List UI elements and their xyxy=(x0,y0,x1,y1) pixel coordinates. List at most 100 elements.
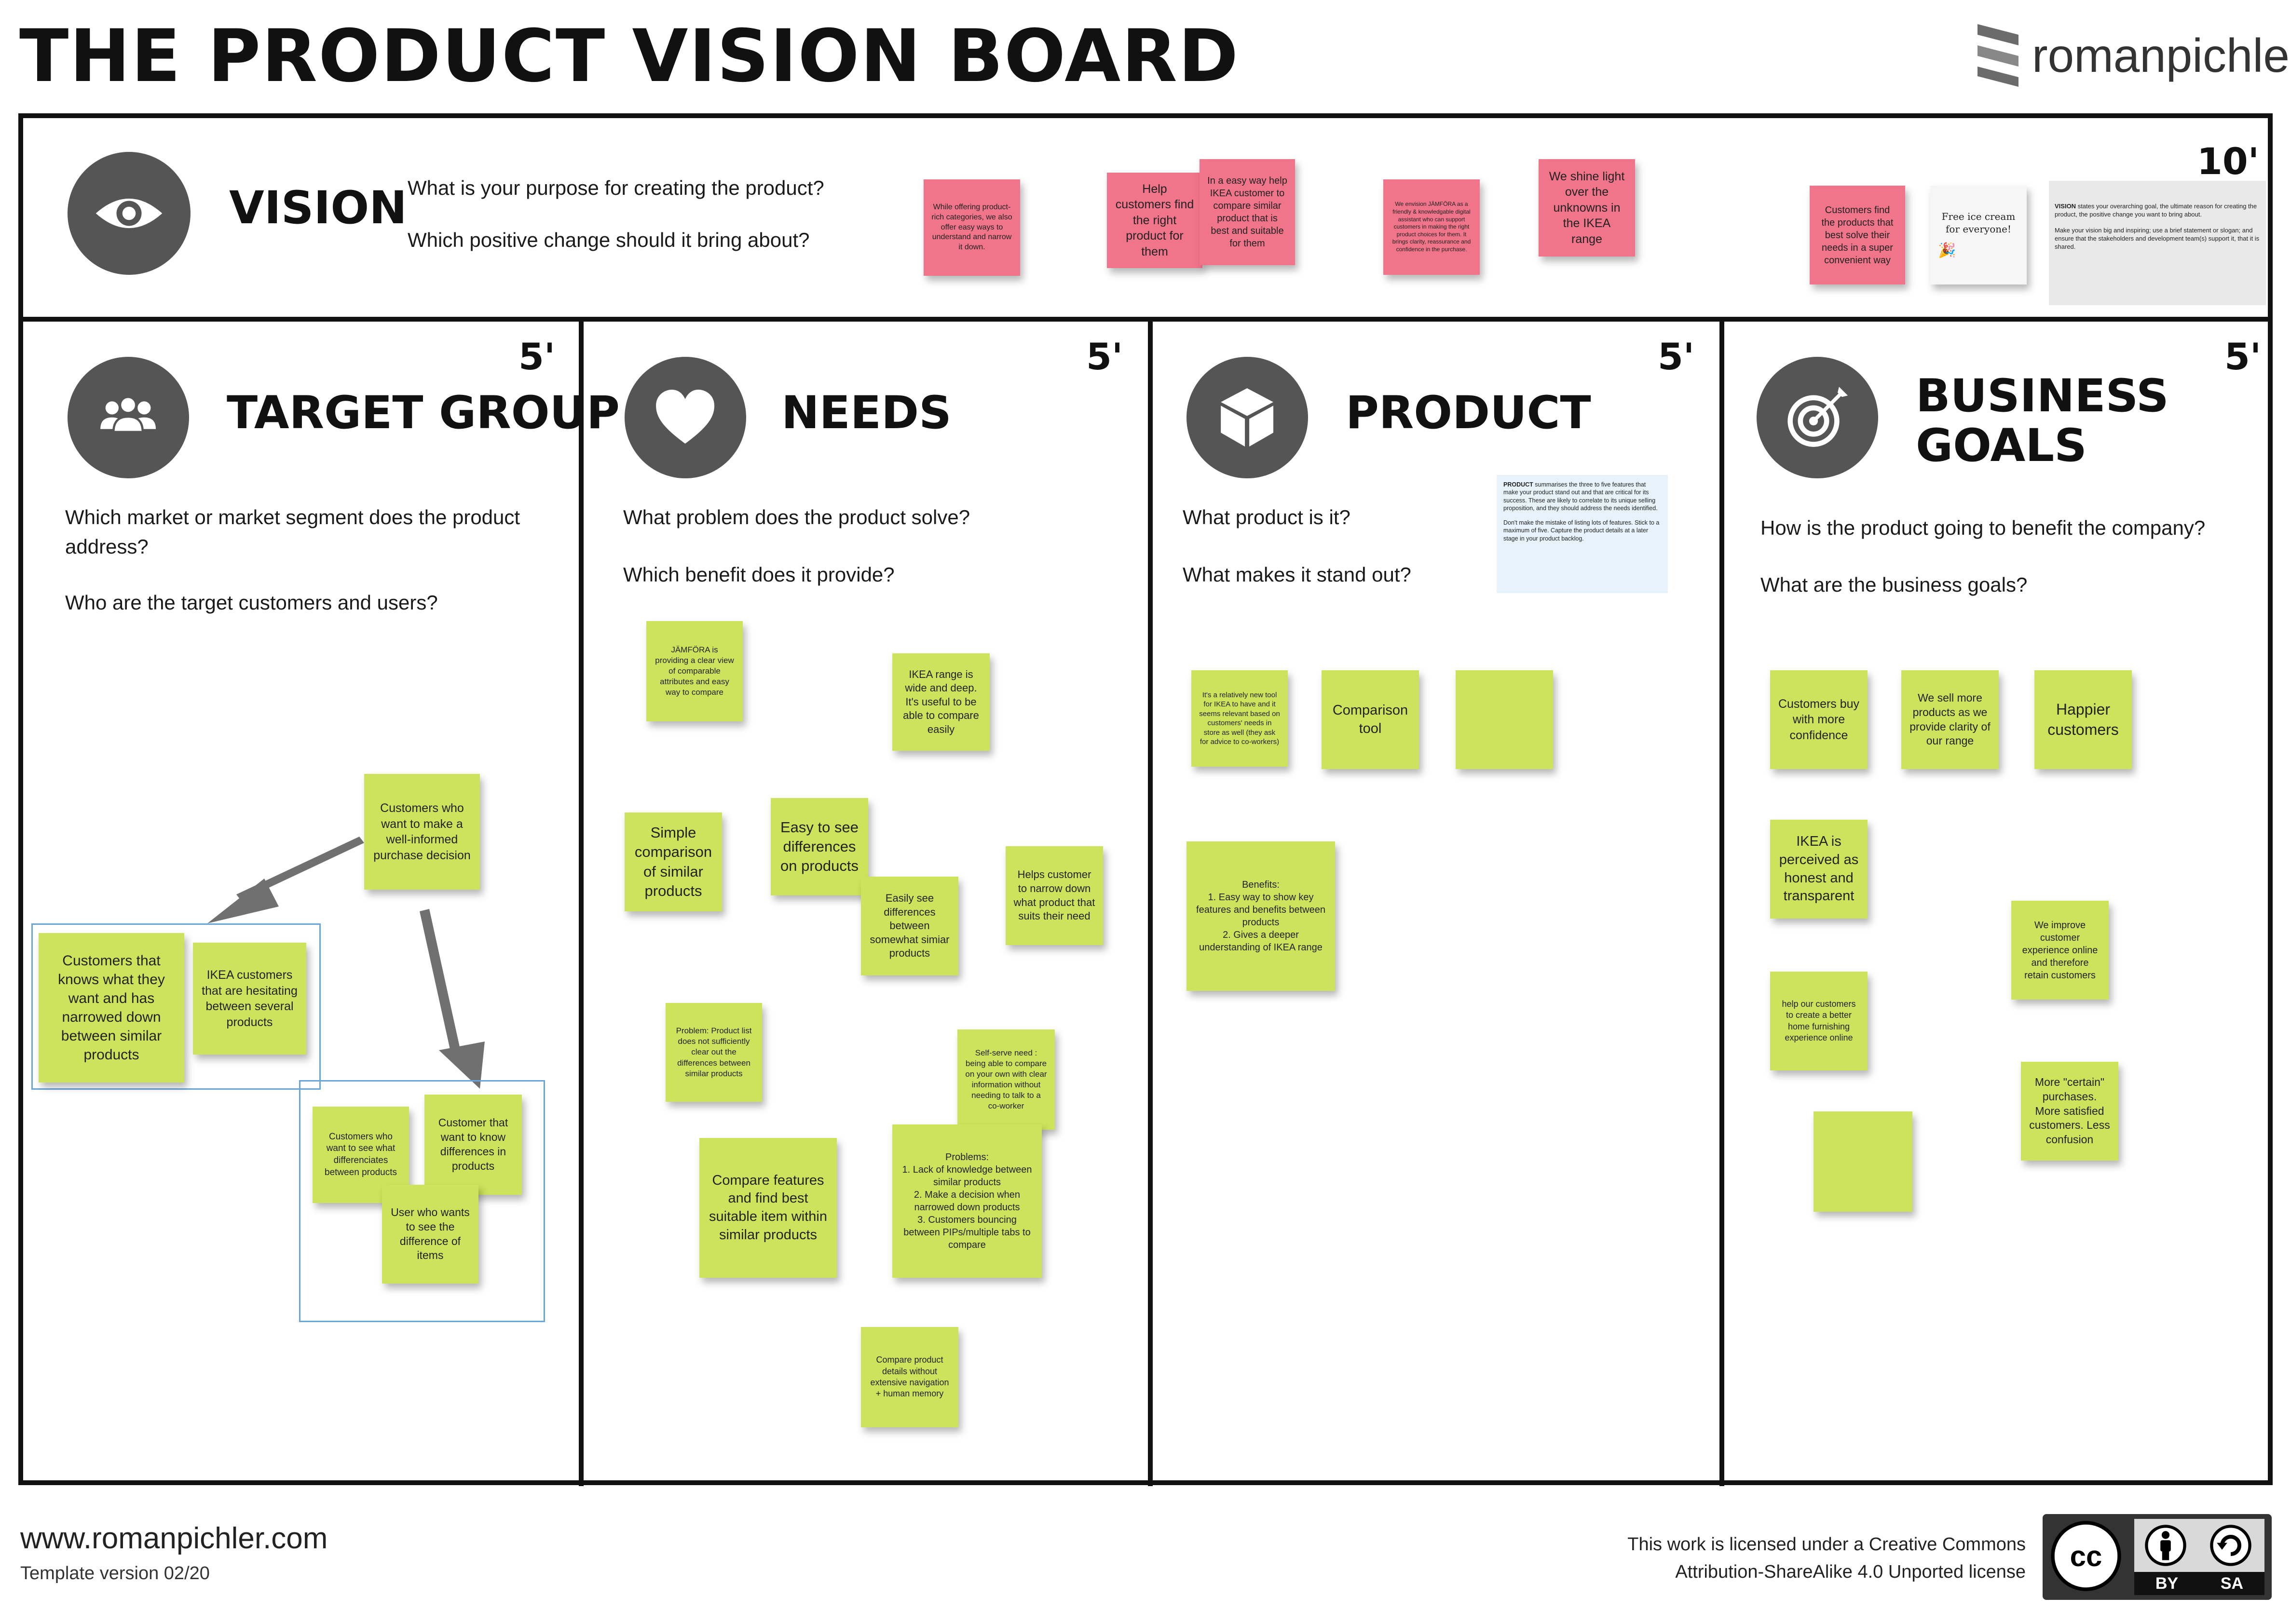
vision-note-4[interactable]: We envision JÄMFÖRA as a friendly & know… xyxy=(1383,179,1480,275)
product-note-3[interactable] xyxy=(1456,670,1553,769)
product-note-4[interactable]: Benefits: 1. Easy way to show key featur… xyxy=(1186,841,1335,991)
column-divider-2 xyxy=(1148,317,1153,1486)
vision-note-2[interactable]: Help customers find the right product fo… xyxy=(1107,173,1202,268)
business-note-8[interactable] xyxy=(1814,1111,1912,1212)
vision-note-1[interactable]: While offering product-rich categories, … xyxy=(924,179,1020,276)
cc-icon: cc xyxy=(2051,1521,2121,1591)
cc-sa-label: SA xyxy=(2220,1574,2244,1593)
needs-note-10-text: Problems: 1. Lack of knowledge between s… xyxy=(902,1152,1032,1250)
vision-info-text-2: Make your vision big and inspiring; use … xyxy=(2055,226,2260,250)
product-question-1: What product is it? xyxy=(1183,506,1350,528)
needs-note-10[interactable]: Problems: 1. Lack of knowledge between s… xyxy=(892,1124,1042,1278)
product-info-label: PRODUCT xyxy=(1503,481,1533,488)
needs-question-2: Which benefit does it provide? xyxy=(623,563,895,586)
target-group-timebox: 5' xyxy=(518,335,556,378)
needs-note-9[interactable]: Compare features and find best suitable … xyxy=(699,1138,837,1278)
vision-info-line-1: VISION states your overarching goal, the… xyxy=(2055,203,2260,219)
target-group-question-1: Which market or market segment does the … xyxy=(65,506,520,558)
needs-note-4[interactable]: Easy to see differences on products xyxy=(771,798,868,895)
column-divider-3 xyxy=(1719,317,1724,1486)
needs-note-3[interactable]: Simple comparison of similar products xyxy=(625,812,722,911)
business-goals-title-text: BUSINESS GOALS xyxy=(1916,370,2169,473)
vision-question-1: What is your purpose for creating the pr… xyxy=(408,176,824,199)
product-question-2: What makes it stand out? xyxy=(1183,563,1411,586)
business-note-4[interactable]: IKEA is perceived as honest and transpar… xyxy=(1770,820,1868,919)
vision-info-label: VISION xyxy=(2055,203,2076,210)
product-note-1[interactable]: It's a relatively new tool for IKEA to h… xyxy=(1191,670,1288,767)
selection-box-right[interactable] xyxy=(299,1080,545,1322)
vision-question-2: Which positive change should it bring ab… xyxy=(408,229,810,251)
target-note-5[interactable]: Customer that want to know differences i… xyxy=(424,1095,522,1195)
party-popper-icon: 🎉 xyxy=(1938,243,1956,258)
needs-note-5[interactable]: Easily see differences between somewhat … xyxy=(861,877,958,975)
business-note-6[interactable]: help our customers to create a better ho… xyxy=(1770,972,1868,1070)
brand-logo: romanpichler xyxy=(1977,22,2291,89)
needs-note-2[interactable]: IKEA range is wide and deep. It's useful… xyxy=(892,653,990,751)
target-note-2[interactable]: Customers that knows what they want and … xyxy=(39,933,184,1083)
cc-by-bar: BY SA xyxy=(2134,1572,2264,1595)
vision-title: VISION xyxy=(229,182,407,234)
footer-url[interactable]: www.romanpichler.com xyxy=(20,1522,328,1555)
vision-info-card: VISION states your overarching goal, the… xyxy=(2049,181,2266,305)
template-version: Template version 02/20 xyxy=(20,1563,210,1583)
business-note-7[interactable]: More "certain" purchases. More satisfied… xyxy=(2021,1062,2118,1161)
target-note-3[interactable]: IKEA customers that are hesitating betwe… xyxy=(193,943,306,1055)
product-info-text-2: Don't make the mistake of listing lots o… xyxy=(1503,519,1660,542)
product-timebox: 5' xyxy=(1658,335,1695,378)
svg-text:cc: cc xyxy=(2070,1540,2102,1572)
selection-box-left[interactable] xyxy=(31,923,321,1090)
vision-note-6[interactable]: Customers find the products that best so… xyxy=(1810,186,1905,284)
business-note-1[interactable]: Customers buy with more confidence xyxy=(1770,670,1868,769)
cc-label-area: BY SA xyxy=(2134,1519,2264,1595)
product-info-line-1: PRODUCT summarises the three to five fea… xyxy=(1503,481,1661,512)
product-info-card: PRODUCT summarises the three to five fea… xyxy=(1497,475,1668,593)
business-goals-timebox: 5' xyxy=(2224,335,2262,378)
needs-heart-icon xyxy=(625,357,746,478)
board-title: THE PRODUCT VISION BOARD xyxy=(19,14,1240,98)
vision-eye-icon xyxy=(68,152,191,275)
needs-timebox: 5' xyxy=(1086,335,1123,378)
business-goals-question-1: How is the product going to benefit the … xyxy=(1760,516,2206,539)
vision-board xyxy=(18,113,2273,1486)
cc-by-label: BY xyxy=(2155,1574,2179,1593)
vision-divider xyxy=(23,317,2268,322)
column-divider-1 xyxy=(579,317,584,1486)
license-line-2: Attribution-ShareAlike 4.0 Unported lice… xyxy=(1675,1562,2026,1582)
brand-mark-icon xyxy=(1977,24,2018,87)
business-goals-target-icon xyxy=(1757,357,1878,478)
product-note-4-text: Benefits: 1. Easy way to show key featur… xyxy=(1196,880,1325,953)
needs-note-6[interactable]: Helps customer to narrow down what produ… xyxy=(1006,846,1103,945)
business-note-5[interactable]: We improve customer experience online an… xyxy=(2011,901,2109,1000)
target-group-title: TARGET GROUP xyxy=(227,387,620,439)
vision-timebox: 10' xyxy=(2197,140,2260,183)
needs-note-1[interactable]: JÄMFÖRA is providing a clear view of com… xyxy=(646,621,743,721)
needs-note-11[interactable]: Compare product details without extensiv… xyxy=(861,1327,958,1427)
brand-name: romanpichler xyxy=(2032,28,2291,82)
vision-info-text-1: states your overarching goal, the ultima… xyxy=(2055,203,2257,218)
needs-note-7[interactable]: Problem: Product list does not sufficien… xyxy=(666,1003,762,1102)
attribution-person-icon xyxy=(2145,1525,2186,1566)
business-note-2[interactable]: We sell more products as we provide clar… xyxy=(1901,670,1999,769)
needs-title: NEEDS xyxy=(781,387,952,439)
business-goals-title: BUSINESS GOALS xyxy=(1916,371,2169,471)
vision-note-3[interactable]: In a easy way help IKEA customer to comp… xyxy=(1200,159,1295,265)
product-note-2[interactable]: Comparison tool xyxy=(1322,670,1419,769)
vision-note-5[interactable]: We shine light over the unknowns in the … xyxy=(1539,159,1635,257)
product-cube-icon xyxy=(1186,357,1308,478)
business-note-3[interactable]: Happier customers xyxy=(2034,670,2132,769)
vision-note-7-text: Free ice cream for everyone! xyxy=(1941,211,2016,235)
vision-note-7[interactable]: Free ice cream for everyone! 🎉 xyxy=(1930,186,2027,284)
needs-note-8[interactable]: Self-serve need : being able to compare … xyxy=(957,1029,1055,1130)
target-note-4[interactable]: Customers who want to see what differenc… xyxy=(313,1107,409,1203)
target-note-1[interactable]: Customers who want to make a well-inform… xyxy=(364,774,480,890)
product-title: PRODUCT xyxy=(1346,387,1591,439)
cc-license-badge[interactable]: cc BY SA xyxy=(2043,1514,2272,1600)
share-alike-icon xyxy=(2210,1525,2251,1566)
license-text: This work is licensed under a Creative C… xyxy=(1592,1531,2026,1586)
product-info-text-1: summarises the three to five features th… xyxy=(1503,481,1658,512)
target-note-6[interactable]: User who wants to see the difference of … xyxy=(382,1185,478,1284)
target-group-question-2: Who are the target customers and users? xyxy=(65,591,438,614)
target-group-people-icon xyxy=(68,357,189,478)
business-goals-question-2: What are the business goals? xyxy=(1760,573,2028,596)
license-line-1: This work is licensed under a Creative C… xyxy=(1627,1534,2026,1555)
